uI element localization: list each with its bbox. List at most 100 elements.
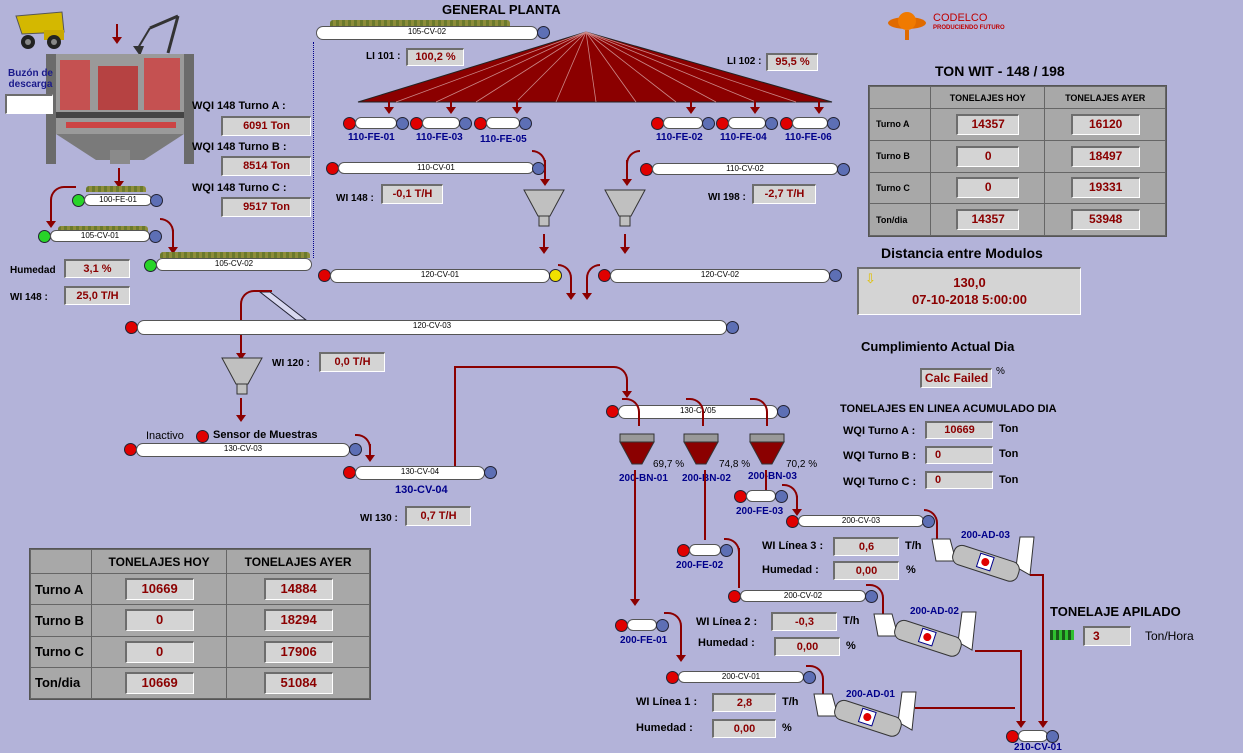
ton-wit-header-ayer: TONELAJES AYER — [1044, 86, 1166, 109]
line1-hum-value: 0,00 — [712, 719, 776, 738]
conveyor-105-cv-02[interactable]: 105-CV-02 — [156, 258, 312, 271]
flow-line — [1030, 574, 1044, 576]
tonelajes-row-label: Ton/dia — [30, 666, 92, 700]
status-indicator — [519, 117, 532, 130]
conveyor-120-cv-03[interactable]: 120-CV-03 — [137, 320, 727, 335]
flow-line — [634, 470, 636, 600]
bin-3-label: 200-BN-03 — [748, 471, 797, 482]
agglomerator-200-ad-03[interactable] — [930, 535, 1040, 590]
feeder-200-fe-02-label: 200-FE-02 — [676, 560, 724, 571]
flow-arrow — [114, 168, 124, 188]
tonelajes-header-ayer: TONELAJES AYER — [226, 549, 370, 574]
feeder-200-fe-03[interactable] — [746, 490, 776, 502]
tonelajes-ayer-a: 14884 — [263, 578, 333, 601]
conveyor-200-cv-02[interactable]: 200-CV-02 — [740, 590, 866, 602]
arrow-down-icon: ⇩ — [865, 271, 876, 286]
tonelajes-row-label: Turno B — [30, 604, 92, 637]
conveyor-200-cv-03[interactable]: 200-CV-03 — [798, 515, 924, 527]
agglomerator-200-ad-01[interactable] — [812, 690, 922, 745]
tonelajes-hoy-dia: 10669 — [124, 671, 194, 694]
flow-arrow — [540, 160, 550, 186]
line2-value: -0,3 — [771, 612, 837, 631]
conveyor-100-fe-01[interactable]: 100-FE-01 — [84, 194, 152, 206]
divider — [313, 42, 314, 258]
flow-line — [738, 548, 740, 588]
status-indicator — [837, 163, 850, 176]
status-indicator — [765, 117, 778, 130]
flow-line — [454, 366, 614, 368]
ton-wit-row-label: Turno C — [869, 171, 931, 205]
conveyor-120-cv-01[interactable]: 120-CV-01 — [330, 269, 550, 283]
acumulado-title: TONELAJES EN LINEA ACUMULADO DIA — [840, 403, 1057, 415]
flow-arrow — [792, 496, 802, 516]
cumplimiento-unit: % — [996, 366, 1005, 377]
apilado-unit: Ton/Hora — [1145, 629, 1194, 643]
conveyor-120-cv-02[interactable]: 120-CV-02 — [610, 269, 830, 283]
conveyor-130-cv-03[interactable]: 130-CV-03 — [136, 443, 350, 457]
status-indicator — [396, 117, 409, 130]
sensor-label: Sensor de Muestras — [213, 429, 318, 441]
flow-curve — [866, 584, 884, 614]
flow-arrow — [622, 160, 632, 186]
ton-wit-hoy-a: 14357 — [956, 113, 1020, 135]
wi198-label: WI 198 : — [708, 192, 746, 203]
acum-b-unit: Ton — [999, 448, 1019, 460]
wi148-label: WI 148 : — [336, 193, 374, 204]
li102-label: LI 102 : — [727, 56, 762, 67]
hopper-icon — [220, 356, 264, 401]
tonelajes-row-label: Turno C — [30, 635, 92, 668]
bin-3-pct: 70,2 % — [786, 459, 818, 470]
feeder-200-fe-02[interactable] — [689, 544, 721, 556]
acum-c-value: 0 — [925, 471, 993, 489]
ton-wit-ayer-dia: 53948 — [1070, 209, 1140, 231]
flow-arrow — [1016, 650, 1026, 728]
flow-arrow — [446, 100, 456, 114]
wi120-value: 0,0 T/H — [319, 352, 385, 372]
flow-arrow — [168, 230, 178, 254]
page-title: GENERAL PLANTA — [442, 2, 561, 17]
ton-wit-row-label: Turno B — [869, 139, 931, 173]
flow-arrow — [582, 278, 592, 300]
conveyor-130-cv-04[interactable]: 130-CV-04 — [355, 466, 485, 480]
li101-label: LI 101 : — [366, 51, 401, 62]
conveyor-210-cv-01[interactable] — [1018, 730, 1048, 742]
wqi-turno-b-label: WQI 148 Turno B : — [192, 141, 287, 153]
flow-arrow — [630, 592, 640, 606]
distancia-datetime: 07-10-2018 5:00:00 — [912, 292, 1027, 307]
wi198-value: -2,7 T/H — [752, 184, 816, 204]
flow-arrow — [750, 100, 760, 114]
ton-wit-ayer-c: 19331 — [1070, 177, 1140, 199]
flow-curve — [750, 398, 768, 426]
feeder-110-fe-04[interactable] — [728, 117, 766, 129]
agglomerator-200-ad-02[interactable] — [872, 610, 982, 665]
conveyor-105-cv-01[interactable]: 105-CV-01 — [50, 230, 150, 242]
feeder-200-fe-01-label: 200-FE-01 — [620, 635, 668, 646]
flow-arrow — [46, 200, 56, 228]
flow-curve — [586, 264, 600, 296]
buzon-field[interactable] — [5, 94, 53, 114]
flow-curve — [806, 665, 824, 695]
wqi-turno-a-value: 6091 Ton — [221, 116, 311, 136]
feeder-110-fe-01-label: 110-FE-01 — [348, 132, 395, 143]
conveyor-110-cv-02[interactable]: 110-CV-02 — [652, 163, 838, 175]
bin-2-pct: 74,8 % — [719, 459, 751, 470]
wi130-label: WI 130 : — [360, 513, 398, 524]
tonelajes-hoy-a: 10669 — [124, 578, 194, 601]
feeder-110-fe-06[interactable] — [792, 117, 828, 129]
feeder-110-fe-05[interactable] — [486, 117, 520, 129]
conveyor-200-cv-01[interactable]: 200-CV-01 — [678, 671, 804, 683]
wi130-value: 0,7 T/H — [405, 506, 471, 526]
feeder-200-fe-01[interactable] — [627, 619, 657, 631]
line3-unit: T/h — [905, 540, 922, 552]
wqi-turno-a-label: WQI 148 Turno A : — [192, 100, 286, 112]
feeder-110-fe-02[interactable] — [663, 117, 703, 129]
feeder-110-fe-01[interactable] — [355, 117, 397, 129]
flow-curve — [622, 398, 640, 426]
flow-curve — [626, 150, 640, 182]
wi148-left-label: WI 148 : — [10, 292, 48, 303]
flow-arrow — [512, 100, 522, 114]
conveyor-110-cv-01[interactable]: 110-CV-01 — [338, 162, 534, 174]
acum-c-unit: Ton — [999, 474, 1019, 486]
feeder-110-fe-03[interactable] — [422, 117, 460, 129]
flow-arrow — [1038, 574, 1048, 728]
